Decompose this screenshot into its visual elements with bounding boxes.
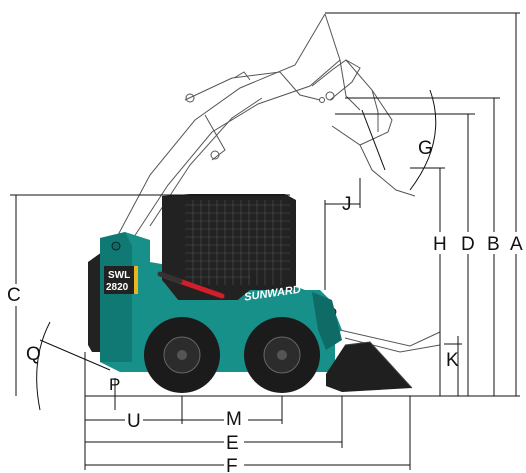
model-bottom-text: 2820 <box>106 282 129 293</box>
dim-label-b: B <box>487 234 500 255</box>
dim-label-e: E <box>226 433 239 454</box>
dimension-letters: A B D H G J K C Q P U M E F <box>6 138 526 473</box>
dim-label-f: F <box>226 456 238 473</box>
dim-label-h: H <box>433 234 447 255</box>
rear-wheel <box>144 317 220 393</box>
dimension-lines <box>10 12 520 470</box>
dim-label-k: K <box>446 350 459 371</box>
dim-label-j: J <box>342 194 352 215</box>
model-top-text: SWL <box>108 270 130 281</box>
dim-label-u: U <box>127 411 141 432</box>
dim-label-g: G <box>418 138 433 159</box>
dim-label-c: C <box>7 285 21 306</box>
hydraulic-cylinder <box>157 271 225 299</box>
dim-label-a: A <box>510 234 523 255</box>
front-wheel <box>244 317 320 393</box>
model-label: SWL 2820 <box>104 266 138 294</box>
bucket <box>326 341 413 392</box>
dim-label-q: Q <box>26 344 41 365</box>
dim-label-m: M <box>226 409 242 430</box>
operator-cab <box>162 194 296 300</box>
dim-label-p: P <box>109 375 120 394</box>
dim-label-d: D <box>461 234 475 255</box>
